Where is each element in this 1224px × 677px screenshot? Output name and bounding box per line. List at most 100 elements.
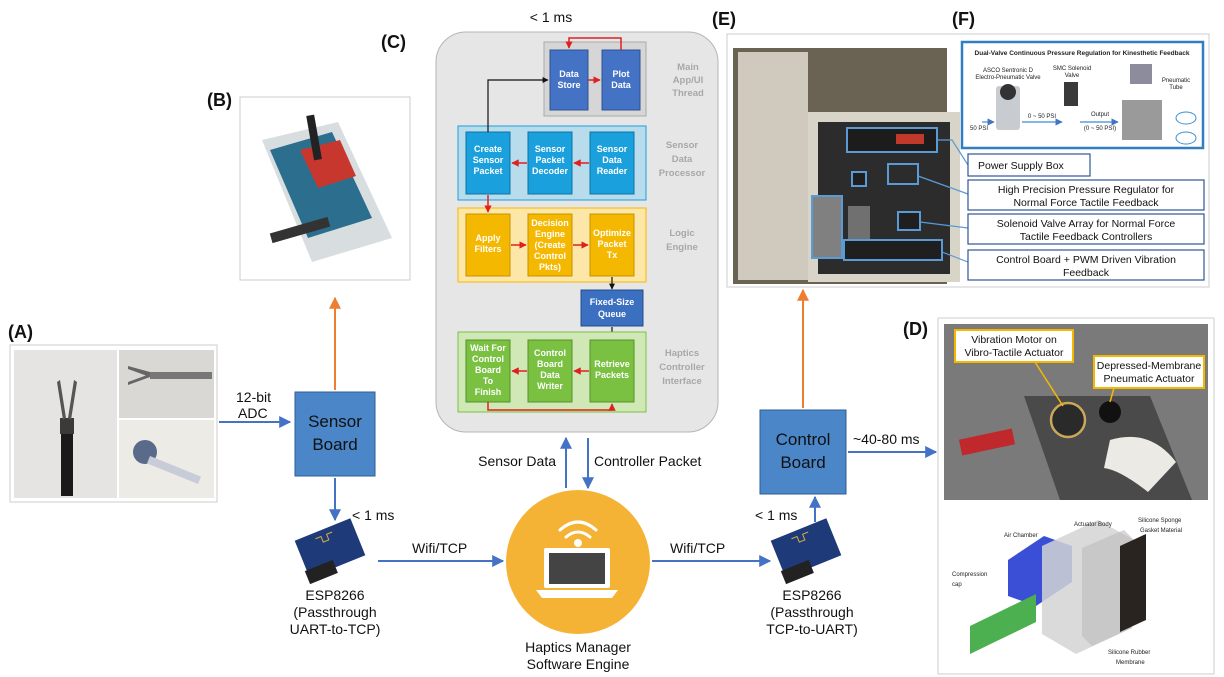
create-packet-label-3: Packet — [473, 166, 502, 176]
laptop-icon — [536, 548, 618, 598]
wait-label-5: Finish — [475, 387, 502, 397]
regulator-leader — [917, 175, 969, 195]
apply-filters-block — [465, 213, 511, 277]
control-callout-2: Feedback — [1063, 267, 1110, 279]
esp-right-label-1: ESP8266 — [782, 587, 841, 603]
decoder-label-2: Packet — [535, 155, 564, 165]
smc-label-1: SMC Solenoid — [1053, 66, 1091, 72]
esp8266-right-board — [770, 518, 842, 585]
wait-label-3: Board — [475, 365, 501, 375]
manager-label-1: Haptics Manager — [525, 639, 631, 655]
wait-loop-arrow — [487, 402, 616, 411]
wifi-left-label: Wifi/TCP — [412, 540, 467, 556]
actuator-photo — [944, 324, 1208, 500]
writer-label-4: Writer — [537, 381, 563, 391]
sensor-proc-label-3: Processor — [659, 168, 706, 179]
air-chamber-label: Air Chamber — [1004, 533, 1038, 539]
plot-data-label-2: Data — [611, 80, 632, 90]
latency-top: < 1 ms — [530, 9, 572, 25]
sensor-board-label-1: Sensor — [308, 412, 362, 431]
asco-label-1: ASCO Sentronic D — [983, 68, 1034, 74]
wait-label-4: To — [483, 376, 494, 386]
control-leader — [941, 251, 969, 263]
decoder-block — [527, 131, 573, 195]
psi-range-label: 0 ~ 50 PSI — [1028, 114, 1057, 120]
sensor-data-label: Sensor Data — [478, 453, 556, 469]
filters-label-2: Filters — [474, 244, 501, 254]
control-board-label-2: Board — [780, 453, 825, 472]
sensor-proc-label-2: Data — [672, 154, 693, 165]
wait-label-2: Control — [472, 354, 504, 364]
gasket-label-1: Silicone Sponge — [1138, 518, 1182, 524]
decision-label-4: Control — [534, 251, 566, 261]
latency-control-esp: < 1 ms — [755, 507, 797, 523]
vib-motor-label-2: Vibro-Tactile Actuator — [964, 347, 1064, 359]
decision-label-1: Decision — [531, 218, 569, 228]
data-store-label-1: Data — [559, 69, 580, 79]
esp8266-left-board — [294, 518, 366, 585]
solenoid-leader — [919, 221, 969, 229]
panel-label-a: (A) — [8, 322, 33, 342]
psi-in-label: 50 PSI — [970, 126, 988, 132]
filters-label-1: Apply — [475, 233, 500, 243]
membrane-act-leader — [1109, 387, 1115, 403]
smc-label-2: Valve — [1065, 73, 1080, 79]
regulator-callout-1: High Precision Pressure Regulator for — [998, 184, 1175, 196]
optimize-label-2: Packet — [597, 239, 626, 249]
main-app-label-2: App/UI — [673, 75, 704, 86]
wifi-right-label: Wifi/TCP — [670, 540, 725, 556]
create-packet-label-1: Create — [474, 144, 502, 154]
power-callout-text: Power Supply Box — [978, 160, 1065, 172]
membrane-label-2: Membrane — [1116, 660, 1145, 666]
queue-label-1: Fixed-Size — [590, 297, 635, 307]
power-callout — [967, 153, 1091, 177]
power-leader — [937, 139, 969, 166]
panel-label-b: (B) — [207, 90, 232, 110]
decision-label-5: Pkts) — [539, 262, 561, 272]
solenoid-valve-image — [1064, 82, 1078, 106]
adc-label-1: 12-bit — [236, 389, 271, 405]
plot-data-label-1: Plot — [613, 69, 630, 79]
queue-label-2: Queue — [598, 309, 626, 319]
create-packet-block — [465, 131, 511, 195]
reader-label-2: Data — [602, 155, 623, 165]
panel-label-c: (C) — [381, 32, 406, 52]
manager-label-2: Software Engine — [527, 656, 630, 672]
reader-label-1: Sensor — [597, 144, 628, 154]
pneumatic-actuator-image — [1122, 64, 1197, 145]
panel-label-d: (D) — [903, 319, 928, 339]
plot-loop-arrow — [565, 37, 622, 50]
esp-left-label-3: UART-to-TCP) — [290, 621, 381, 637]
vib-motor-label-1: Vibration Motor on — [971, 334, 1057, 346]
logic-label-1: Logic — [669, 228, 694, 239]
create-packet-label-2: Sensor — [473, 155, 504, 165]
membrane-act-label-1: Depressed-Membrane — [1097, 360, 1202, 372]
esp-right-label-2: (Passthrough — [770, 604, 853, 620]
arduino-photo — [239, 96, 411, 281]
decision-engine-block — [527, 213, 573, 277]
writer-block — [527, 339, 573, 403]
surgical-tool-photo — [9, 344, 218, 503]
haptics-label-2: Controller — [659, 362, 705, 373]
gasket-label-2: Gasket Material — [1140, 528, 1182, 534]
decision-label-2: Engine — [535, 229, 565, 239]
sensor-proc-label-1: Sensor — [666, 140, 699, 151]
pressure-regulator-image — [996, 84, 1020, 130]
regulator-callout — [967, 179, 1205, 211]
decision-label-3: (Create — [534, 240, 565, 250]
control-board-box — [759, 409, 847, 495]
decoder-label-1: Sensor — [535, 144, 566, 154]
optimize-block — [589, 213, 635, 277]
esp-left-label-2: (Passthrough — [293, 604, 376, 620]
main-app-label-3: Thread — [672, 88, 704, 99]
asco-label-2: Electro-Pneumatic Valve — [975, 75, 1041, 81]
esp-left-label-1: ESP8266 — [305, 587, 364, 603]
sensor-board-label-2: Board — [312, 435, 357, 454]
optimize-label-3: Tx — [607, 250, 618, 260]
sensor-board-box — [294, 391, 376, 477]
fixed-size-queue-block — [580, 289, 644, 327]
reader-label-3: Reader — [597, 166, 628, 176]
tube-label-2: Tube — [1169, 85, 1183, 91]
retrieve-label-1: Retrieve — [594, 359, 630, 369]
reader-block — [589, 131, 635, 195]
